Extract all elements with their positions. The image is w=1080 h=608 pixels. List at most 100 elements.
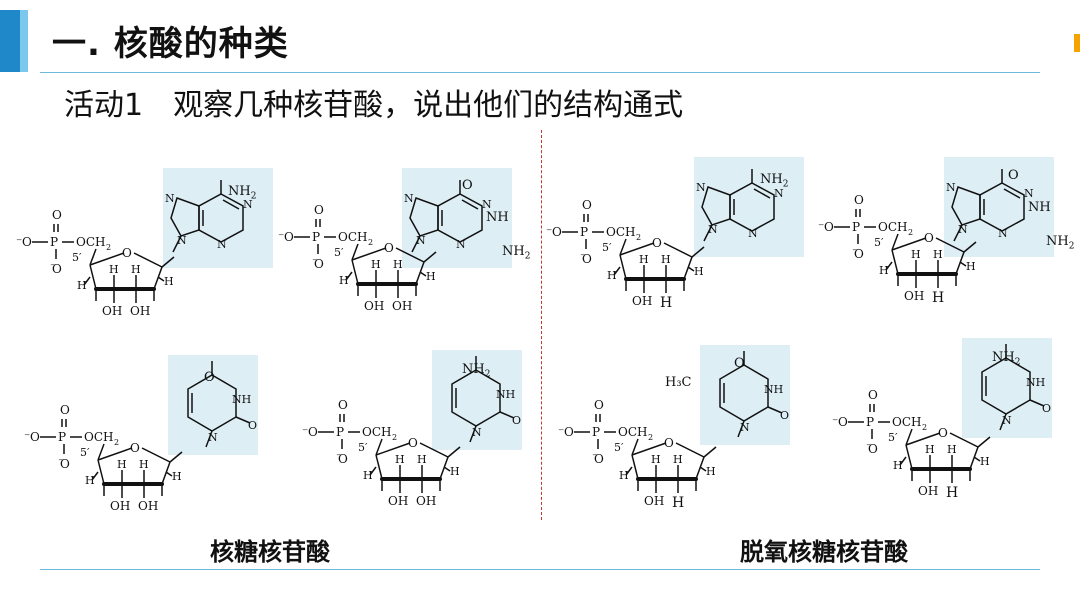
ribose-phosphate: O ⁻ O P ⁻ O OCH 2 5′ O H — [302, 398, 461, 508]
svg-text:O: O — [314, 203, 324, 217]
svg-text:O: O — [824, 220, 834, 234]
carbonyl-oxygen: O — [204, 370, 215, 385]
svg-text:NH: NH — [1026, 376, 1045, 389]
svg-text:P: P — [312, 230, 320, 244]
svg-text:OH: OH — [102, 304, 122, 318]
svg-text:O: O — [284, 230, 294, 244]
svg-text:P: P — [852, 220, 860, 234]
svg-text:O: O — [512, 414, 521, 427]
corner-accent-mark — [1074, 34, 1080, 52]
activity-label: 活动1 — [64, 88, 144, 123]
svg-text:OH: OH — [138, 499, 158, 513]
svg-text:2: 2 — [636, 233, 641, 242]
svg-text:NH: NH — [764, 383, 783, 396]
svg-text:N: N — [208, 431, 218, 444]
svg-text:N: N — [748, 227, 758, 240]
svg-text:O: O — [868, 442, 878, 456]
svg-text:N: N — [217, 238, 227, 251]
svg-text:H: H — [117, 458, 127, 471]
svg-text:N: N — [416, 234, 426, 247]
svg-text:H: H — [619, 469, 629, 482]
svg-text:O: O — [52, 262, 62, 276]
svg-text:P: P — [50, 235, 58, 249]
svg-text:N: N — [774, 187, 784, 200]
svg-text:O: O — [308, 425, 318, 439]
svg-text:⁻: ⁻ — [58, 455, 64, 469]
svg-text:OCH: OCH — [362, 425, 391, 439]
svg-text:NH: NH — [496, 388, 515, 401]
phosphate-group: O ⁻ O P ⁻ O — [302, 398, 360, 466]
footer-rule — [40, 569, 1040, 570]
svg-text:2: 2 — [908, 228, 913, 237]
svg-text:H: H — [639, 253, 649, 266]
svg-text:H: H — [139, 458, 149, 471]
svg-text:O: O — [60, 457, 70, 471]
phosphate-group: O ⁻ O P ⁻ O — [16, 208, 74, 276]
deoxyribose-phosphate: O ⁻ O P ⁻ O OCH 2 5′ O H H — [832, 388, 991, 501]
pyrimidine-base: N NH O — [432, 350, 522, 450]
svg-text:H: H — [417, 453, 427, 466]
svg-text:5′: 5′ — [72, 251, 82, 264]
amino-group: NH2 — [760, 172, 789, 190]
svg-text:OCH: OCH — [892, 415, 921, 429]
svg-text:O: O — [384, 241, 394, 255]
svg-text:N: N — [482, 198, 492, 211]
svg-text:N: N — [958, 223, 968, 236]
phosphate-group: O ⁻ O P ⁻ O — [818, 193, 876, 261]
svg-text:2: 2 — [922, 423, 927, 432]
svg-text:H: H — [672, 495, 684, 511]
svg-text:N: N — [1002, 414, 1012, 427]
carbonyl-oxygen: O — [462, 178, 473, 193]
svg-text:⁻: ⁻ — [866, 440, 872, 454]
svg-text:N: N — [1024, 187, 1034, 200]
svg-text:N: N — [696, 181, 706, 194]
purine-base: N N N N — [163, 168, 273, 268]
svg-text:O: O — [582, 198, 592, 212]
svg-text:N: N — [472, 426, 482, 439]
purine-ring: N N N N — [404, 180, 492, 253]
svg-text:OCH: OCH — [76, 235, 105, 249]
svg-text:5′: 5′ — [80, 446, 90, 459]
amino-group: NH2 — [462, 362, 491, 380]
svg-text:H: H — [706, 465, 716, 478]
ribose-ring: O H H H H OH OH — [85, 441, 183, 513]
svg-text:H: H — [911, 248, 921, 261]
svg-text:O: O — [564, 425, 574, 439]
svg-text:⁻: ⁻ — [852, 245, 858, 259]
svg-text:H: H — [694, 265, 704, 278]
svg-text:H: H — [85, 474, 95, 487]
svg-text:H: H — [947, 443, 957, 456]
phosphate-group: O ⁻ O P ⁻ O — [558, 398, 616, 466]
svg-text:⁻: ⁻ — [592, 450, 598, 464]
svg-text:O: O — [30, 430, 40, 444]
carbonyl-oxygen: O — [734, 356, 745, 371]
svg-text:O: O — [664, 436, 674, 450]
deoxyribose-ring: O H H H H OH H — [879, 231, 977, 306]
svg-text:OH: OH — [904, 289, 924, 303]
svg-text:O: O — [22, 235, 32, 249]
pyrimidine-ring: N NH O — [719, 351, 789, 438]
svg-text:O: O — [652, 236, 662, 250]
deoxyribose-phosphate: O ⁻ O P ⁻ O OCH 2 5′ O H H — [546, 198, 705, 311]
phosphate-group: O ⁻ O P ⁻ O — [278, 203, 336, 271]
ribonucleotide-caption: 核糖核苷酸 — [210, 538, 330, 566]
svg-text:OCH: OCH — [606, 225, 635, 239]
svg-text:H: H — [673, 453, 683, 466]
svg-text:⁻: ⁻ — [818, 220, 824, 234]
svg-text:⁻: ⁻ — [336, 450, 342, 464]
svg-text:O: O — [60, 403, 70, 417]
svg-text:OH: OH — [632, 294, 652, 308]
svg-text:H: H — [661, 253, 671, 266]
svg-text:P: P — [592, 425, 600, 439]
svg-text:H: H — [893, 459, 903, 472]
svg-text:O: O — [780, 409, 789, 422]
svg-text:H: H — [363, 469, 373, 482]
svg-text:P: P — [580, 225, 588, 239]
svg-text:O: O — [408, 436, 418, 450]
svg-text:O: O — [1042, 402, 1051, 415]
svg-text:H: H — [393, 258, 403, 271]
svg-text:O: O — [130, 441, 140, 455]
svg-text:OH: OH — [392, 299, 412, 313]
svg-text:OH: OH — [110, 499, 130, 513]
svg-text:⁻: ⁻ — [50, 260, 56, 274]
